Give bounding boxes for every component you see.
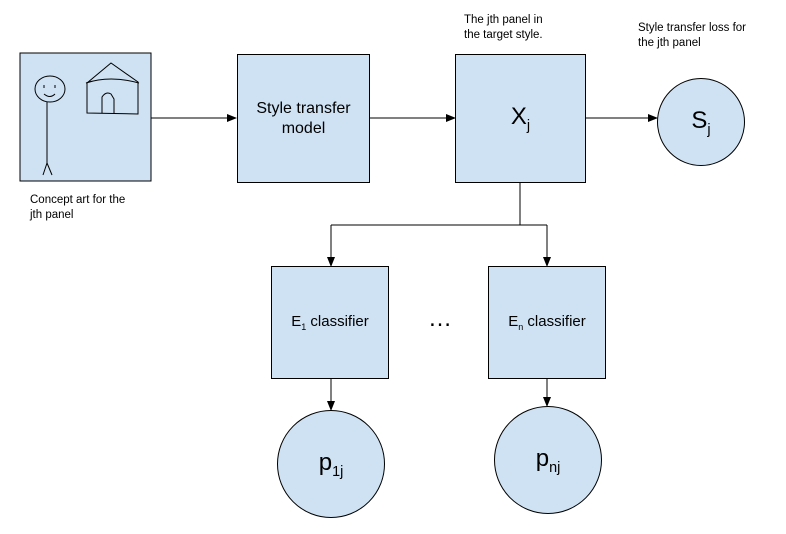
panel-x-box: Xj [455, 54, 586, 183]
classifier-1-box: E1 classifier [271, 266, 389, 379]
loss-s-circle: Sj [657, 78, 745, 166]
prob-nj-circle: pnj [494, 406, 602, 514]
style-transfer-model-label: Style transfer model [256, 99, 351, 137]
ellipsis: … [428, 305, 452, 332]
classifier-1-label: E1 classifier [291, 313, 369, 332]
hut-sketch [85, 62, 140, 115]
prob-1j-circle: p1j [277, 410, 385, 518]
classifier-n-label: En classifier [508, 313, 586, 332]
prob-nj-label: pnj [535, 444, 561, 476]
concept-art-box [19, 52, 152, 182]
panel-x-label: Xj [510, 103, 531, 134]
stick-figure-sketch [34, 75, 66, 176]
style-transfer-model-box: Style transfer model [237, 54, 370, 183]
classifier-n-box: En classifier [488, 266, 606, 379]
loss-s-label: Sj [691, 106, 711, 138]
loss-caption: Style transfer loss for the jth panel [638, 22, 747, 49]
panel-caption: The jth panel in the target style. [464, 14, 543, 41]
prob-1j-label: p1j [318, 448, 344, 480]
concept-caption: Concept art for the jth panel [30, 194, 126, 221]
